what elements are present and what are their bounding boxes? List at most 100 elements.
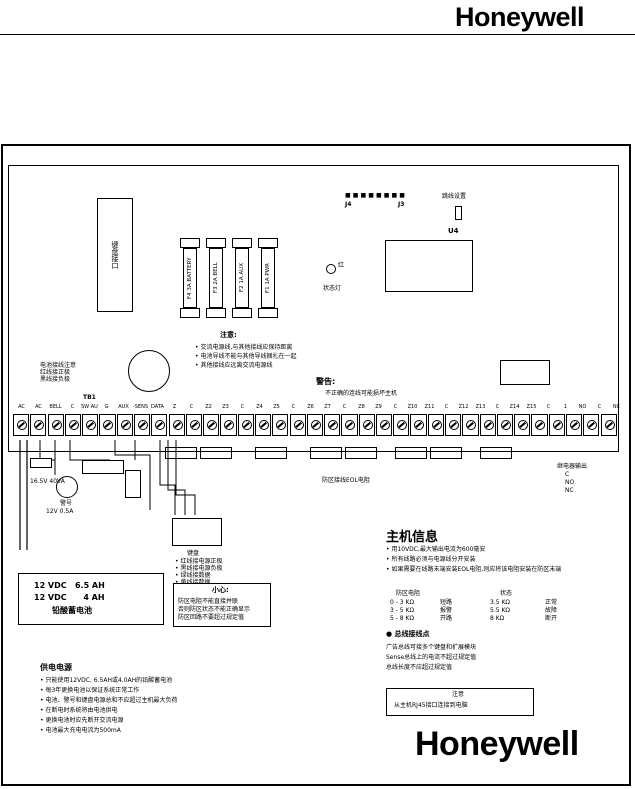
keypad-connector-label: 键盘接口: [111, 241, 119, 269]
table-row-2-c2: 报警: [440, 607, 453, 614]
table-row-2-c3: 5.5 KΩ: [490, 607, 510, 614]
status-led-icon: [326, 264, 336, 274]
terminal-screw: [514, 414, 531, 436]
output-label-3: NC: [565, 487, 574, 494]
terminal-label: C: [444, 404, 449, 410]
terminal-block: [13, 414, 625, 440]
keypad-device: [172, 518, 222, 546]
terminal-screw: [341, 414, 358, 436]
connector-box-right: [500, 360, 550, 385]
u4-chip: [385, 240, 473, 292]
left-note-1: 电池接线注意: [40, 362, 77, 369]
power-title: 供电电源: [40, 663, 72, 672]
zone-label: 防区接线EOL电阻: [322, 477, 370, 484]
fuse-f3: F3 2A BELL: [206, 238, 226, 318]
tip-line-2: 否则防区状态不能正确显示: [178, 606, 251, 613]
terminal-label: C: [70, 404, 75, 410]
led-sublabel: 状态灯: [323, 285, 342, 292]
battery-box: [18, 573, 164, 625]
terminal-label: Z10: [407, 404, 418, 410]
fuse-f1-label: F1 1A PWR: [261, 248, 275, 308]
eol-resistor: [480, 447, 512, 459]
terminal-screw: [324, 414, 341, 436]
fuse-f3-label: F3 2A BELL: [209, 248, 223, 308]
table-row-3-c2: 开路: [440, 615, 453, 622]
fuse-f4: F4 3A BATTERY: [180, 238, 200, 318]
terminal-label: Z8: [358, 404, 365, 410]
terminal-label: AUX: [118, 404, 129, 410]
power-line-1: • 只能使用12VDC, 6.5AH或4.0AH的铅酸蓄电池: [40, 677, 173, 684]
terminal-label: C: [546, 404, 551, 410]
relay-box: [82, 460, 124, 474]
rj45-note-text: 从主机RJ45接口连接到电脑: [394, 702, 468, 709]
terminal-label: NC: [612, 404, 621, 410]
wiring-lines: [19, 440, 196, 550]
terminal-screw: [548, 414, 565, 436]
table-row-1-c3: 3.5 KΩ: [490, 599, 510, 606]
left-note-2: 红线接正极: [40, 369, 71, 376]
left-note-3: 黑线接负极: [40, 376, 71, 383]
terminal-label: Z14: [509, 404, 520, 410]
eol-resistor: [200, 447, 232, 459]
fuse-f2: F2 1A AUX: [232, 238, 252, 318]
terminal-screw: [64, 414, 82, 436]
terminal-screw: [410, 414, 427, 436]
terminal-screw: [600, 414, 617, 436]
tip-title: 小心:: [212, 586, 229, 594]
smoke-module: [125, 470, 141, 498]
terminal-screw: [168, 414, 185, 436]
terminal-label: AC: [35, 404, 42, 410]
fuse-f2-label: F2 1A AUX: [235, 248, 249, 308]
keypad-line-4: • 黄线接数据: [175, 579, 210, 586]
table-row-3-c3: 8 KΩ: [490, 615, 505, 622]
terminal-screw: [289, 414, 306, 436]
terminal-label: Z4: [256, 404, 263, 410]
terminal-label: C: [393, 404, 398, 410]
output-label-2: NO: [565, 479, 575, 486]
battery-line-2: 12 VDC 4 AH: [34, 593, 105, 602]
terminal-label: C: [189, 404, 194, 410]
terminal-label: Z2: [205, 404, 212, 410]
terminal-label: Z6: [307, 404, 314, 410]
table-row-3-c4: 断开: [545, 615, 558, 622]
terminal-screw: [82, 414, 99, 436]
transformer-spec: 16.5V 40VA: [30, 478, 65, 485]
terminal-label: BELL: [49, 404, 62, 410]
terminal-label: 1: [563, 404, 568, 410]
terminal-label: Z11: [424, 404, 435, 410]
terminal-screw: [133, 414, 151, 436]
honeywell-logo-bottom: Honeywell: [415, 725, 579, 763]
notice-title: ● 总线接线点: [386, 630, 430, 638]
table-row-3-c1: 5 - 8 KΩ: [390, 615, 415, 622]
terminal-label: Z3: [222, 404, 229, 410]
power-line-5: • 更换电池时应先断开交流电源: [40, 717, 124, 724]
terminal-screw: [583, 414, 600, 436]
terminal-screw: [306, 414, 323, 436]
jumper-pins: ■ ■ ■ ■ ■ ■ ■ ■: [345, 192, 405, 199]
jumper-j2: [455, 206, 462, 220]
warning-title: 警告:: [316, 377, 336, 386]
honeywell-logo-top: Honeywell: [455, 2, 585, 32]
output-label-0: 继电器输出: [557, 463, 588, 470]
bell-label: 警号: [60, 500, 73, 507]
terminal-screw: [254, 414, 272, 436]
notice-line-3: 总线长度不应超过规定值: [386, 664, 453, 671]
terminal-label: C: [291, 404, 296, 410]
terminal-screw: [99, 414, 116, 436]
keypad-note: 键盘: [187, 550, 200, 557]
notice-line-2: Sense总线上的电流不超过规定值: [386, 654, 477, 661]
host-info-line-3: • 如果需要在线路末端安装EOL电阻,则应将该电阻安装在防区末端: [386, 566, 562, 573]
warning-text: 不正确的连线可能损坏主机: [325, 390, 398, 397]
header-rule: [0, 34, 635, 35]
power-line-2: • 每3年更换电池以保证系统正常工作: [40, 687, 140, 694]
terminal-screw: [151, 414, 168, 436]
terminal-screw: [185, 414, 202, 436]
transformer-icon: [30, 458, 52, 468]
terminal-labels: AC AC BELL C SW AUX G AUX -SENS DATA Z C…: [13, 404, 625, 410]
eol-resistor: [345, 447, 377, 459]
terminal-screw: [30, 414, 47, 436]
table-row-1-c2: 短路: [440, 599, 453, 606]
terminal-label: Z9: [375, 404, 382, 410]
power-line-3: • 电池、警号和键盘电源总和不应超过主机最大负荷: [40, 697, 178, 704]
terminal-screw: [220, 414, 237, 436]
